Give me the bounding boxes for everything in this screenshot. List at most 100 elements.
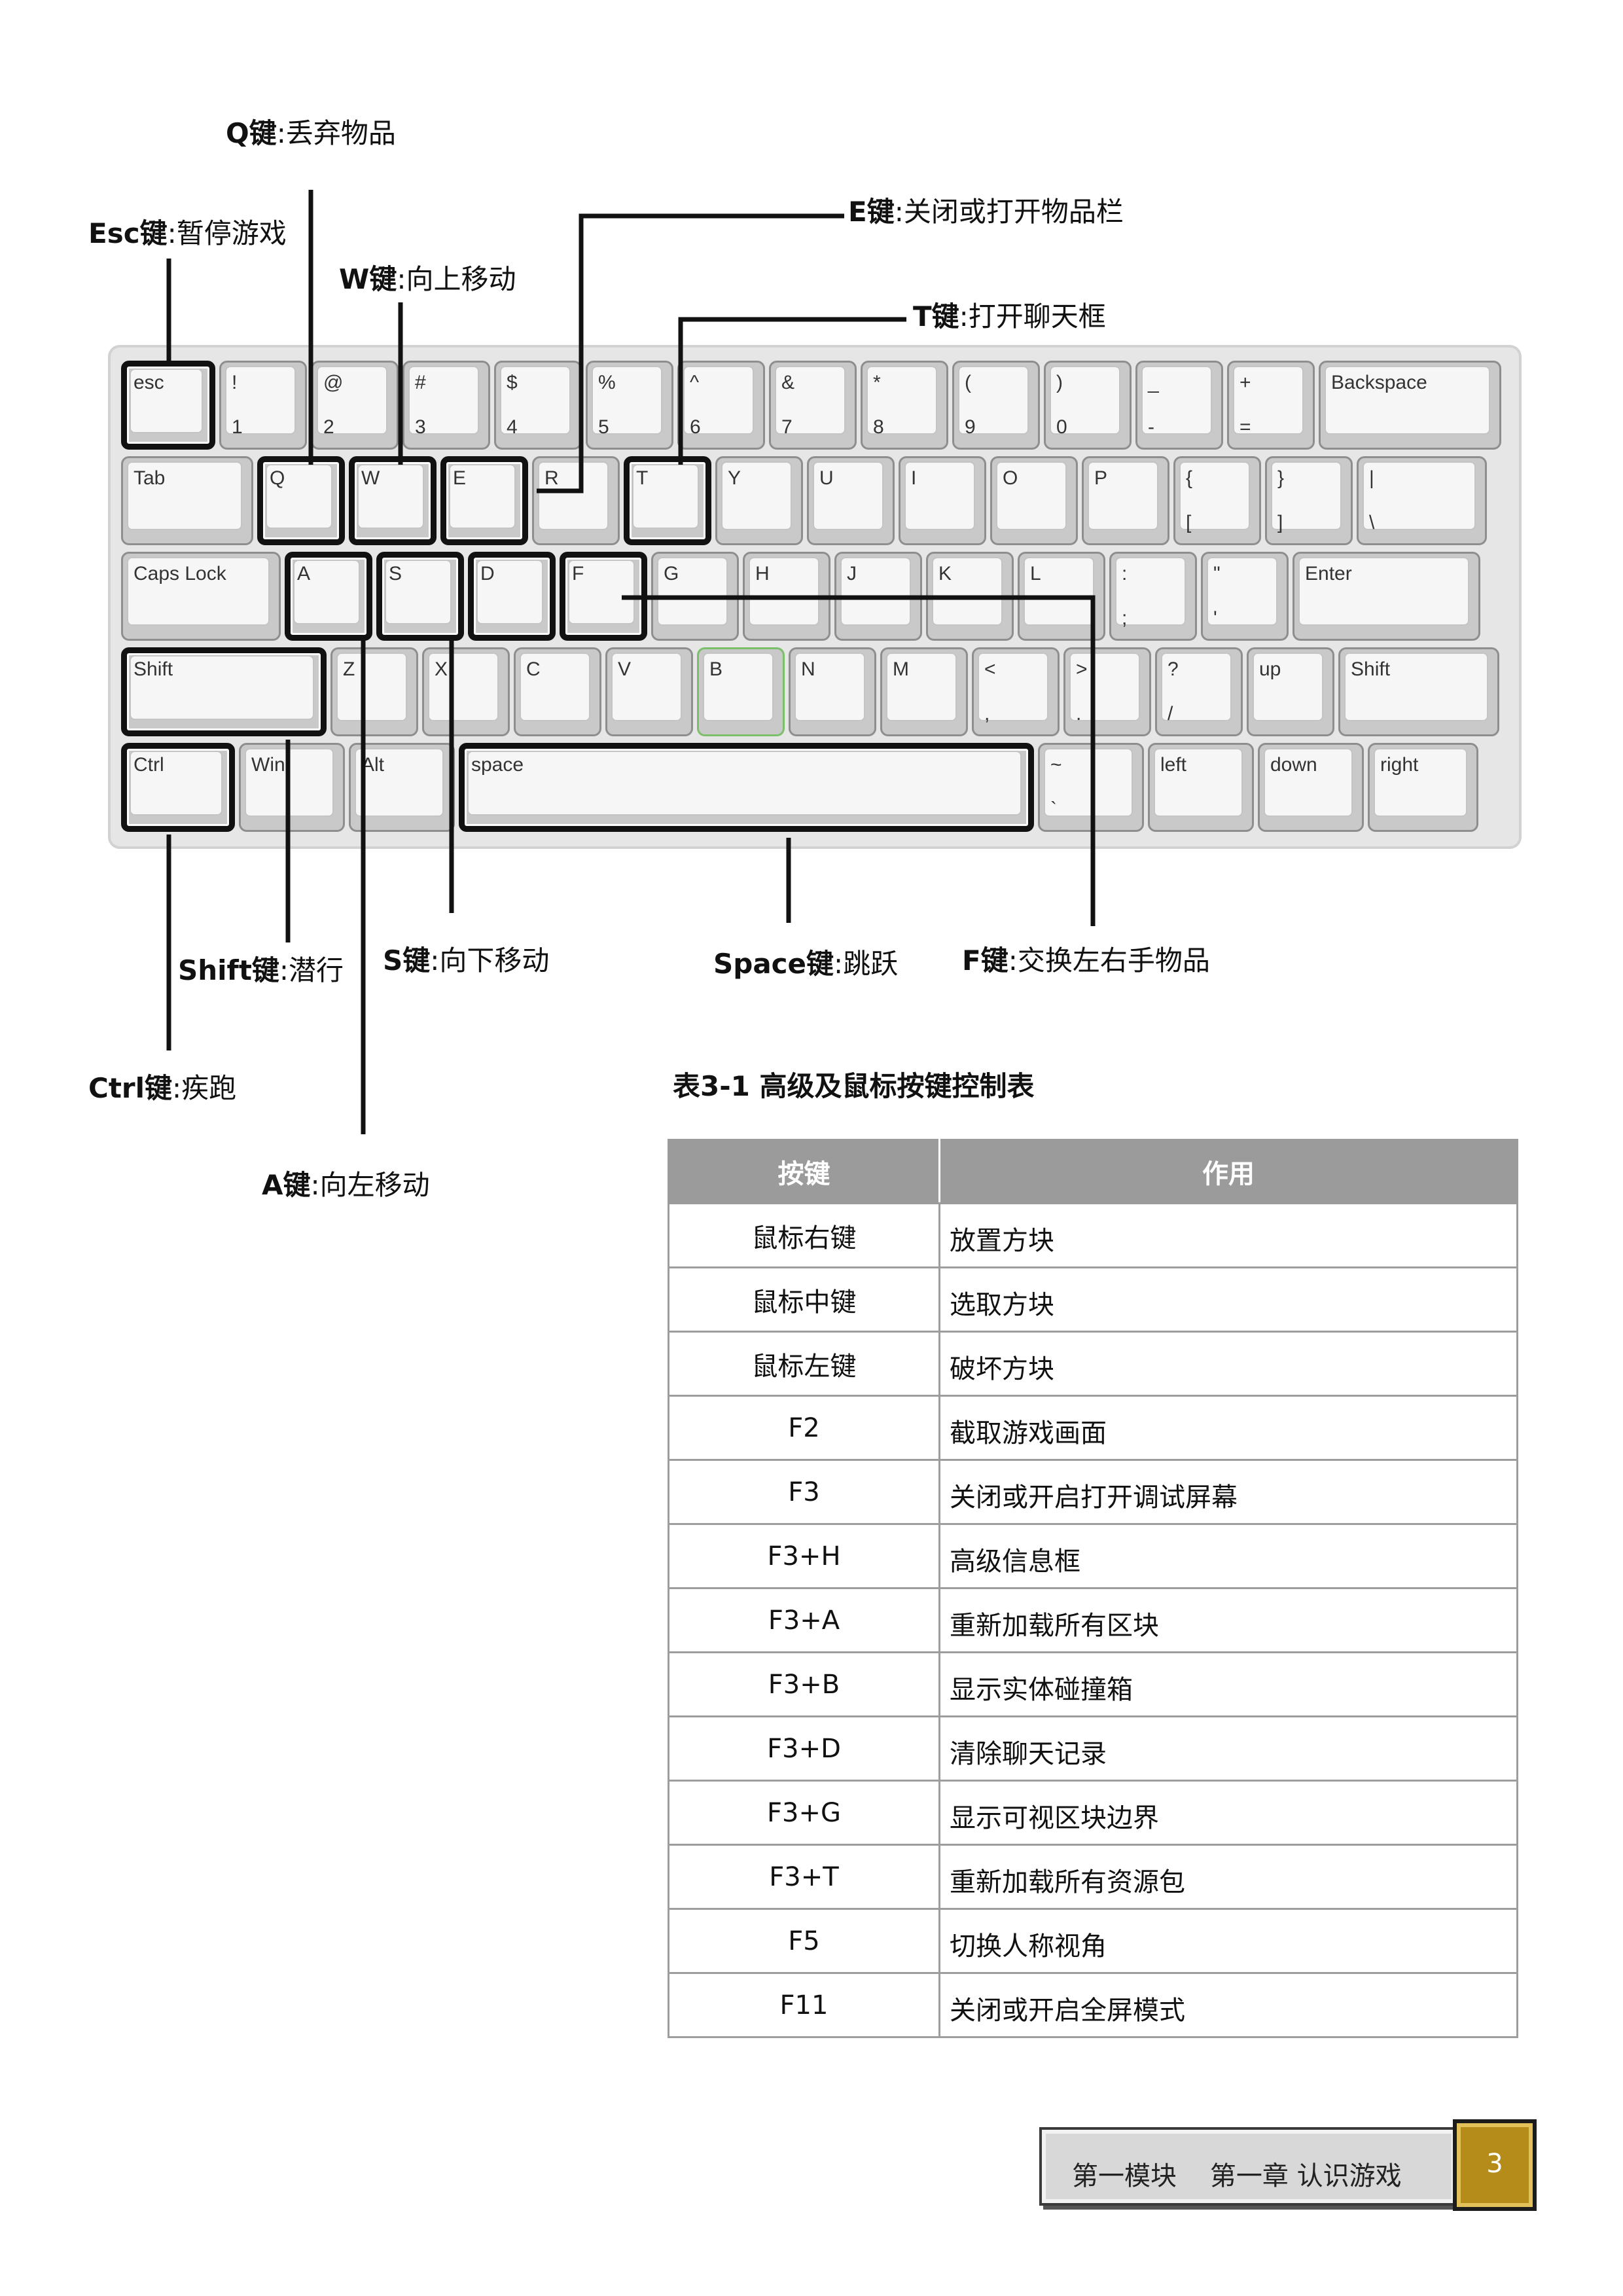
key-shift: Shift	[1338, 647, 1499, 736]
key-label-top: _	[1148, 372, 1159, 393]
key-a: A	[285, 552, 372, 641]
key-label-bottom: .	[1076, 703, 1082, 725]
key-cap	[127, 461, 242, 530]
table-row: 鼠标中键选取方块	[668, 1266, 1518, 1333]
key-p: P	[1082, 456, 1169, 545]
key-label-top: left	[1160, 754, 1187, 776]
header-key: 按键	[668, 1139, 940, 1204]
key-m: M	[880, 647, 968, 736]
cell-function: 显示实体碰撞箱	[938, 1651, 1518, 1717]
key-label-top: *	[873, 372, 881, 393]
key-cap	[1161, 653, 1232, 721]
callout-ctrl: Ctrl键:疾跑	[88, 1072, 237, 1104]
key-cap	[127, 557, 270, 626]
key-cap	[1253, 653, 1323, 721]
key-backspace: Backspace	[1319, 361, 1501, 450]
callout-shift: Shift键:潜行	[178, 954, 344, 986]
cell-function: 重新加载所有区块	[938, 1587, 1518, 1653]
key-cap	[1207, 557, 1277, 626]
key-sym-0-12: +=	[1227, 361, 1315, 450]
key-o: O	[990, 456, 1078, 545]
key-label-top: "	[1213, 563, 1221, 584]
key-sym-1-13: |\	[1357, 456, 1487, 545]
key-sym-0-11: _-	[1135, 361, 1223, 450]
key-label-top: C	[526, 658, 541, 680]
key-label-top: +	[1240, 372, 1251, 393]
key-label-bottom: '	[1213, 607, 1217, 629]
key-up: up	[1247, 647, 1334, 736]
key-label-top: N	[801, 658, 815, 680]
key-label-top: P	[1094, 467, 1108, 489]
key-label-bottom: ,	[984, 703, 990, 725]
key-s: S	[376, 552, 464, 641]
key-label-bottom: 4	[507, 416, 518, 438]
key-label-top: O	[1003, 467, 1018, 489]
key-sym-0-10: )0	[1044, 361, 1132, 450]
cell-key: F3	[668, 1459, 940, 1525]
cell-key: F5	[668, 1908, 940, 1974]
key-label-top: B	[709, 658, 723, 680]
key-label-top: {	[1186, 467, 1193, 489]
key-d: D	[468, 552, 556, 641]
key-sym-4-4: ~`	[1038, 743, 1144, 832]
key-tab: Tab	[121, 456, 253, 545]
key-label-top: V	[618, 658, 632, 680]
key-ctrl: Ctrl	[121, 743, 235, 832]
key-label-bottom: 0	[1056, 416, 1067, 438]
cell-key: 鼠标中键	[668, 1266, 940, 1333]
table-header-row: 按键 作用	[668, 1139, 1518, 1204]
key-cap	[1325, 366, 1490, 435]
key-label-top: #	[415, 372, 426, 393]
key-enter: Enter	[1293, 552, 1480, 641]
key-label-top: %	[598, 372, 616, 393]
cell-key: 鼠标右键	[668, 1202, 940, 1268]
key-cap	[1088, 461, 1158, 530]
callout-f: F键:交换左右手物品	[962, 944, 1210, 977]
key-cap	[428, 653, 499, 721]
cell-function: 清除聊天记录	[938, 1715, 1518, 1782]
table-row: 鼠标右键放置方块	[668, 1202, 1518, 1268]
key-sym-2-10: :;	[1109, 552, 1197, 641]
key-label-top: M	[893, 658, 909, 680]
key-cap	[1233, 366, 1304, 435]
key-sym-0-6: ^6	[677, 361, 765, 450]
key-label-bottom: 2	[323, 416, 334, 438]
key-label-top: space	[471, 754, 524, 776]
callout-s: S键:向下移动	[383, 944, 550, 977]
key-cap	[1154, 748, 1243, 817]
callout-a: A键:向左移动	[262, 1169, 430, 1201]
key-label-top: T	[636, 467, 649, 489]
key-cap	[1374, 748, 1467, 817]
cell-function: 切换人称视角	[938, 1908, 1518, 1974]
footer-chapter-box: 第一模块 第一章 认识游戏	[1039, 2127, 1458, 2206]
header-function: 作用	[938, 1139, 1518, 1204]
key-cap	[130, 751, 223, 816]
key-w: W	[349, 456, 437, 545]
cell-function: 关闭或开启打开调试屏幕	[938, 1459, 1518, 1525]
key-cap	[266, 464, 332, 529]
footer-chapter-text: 第一模块 第一章 认识游戏	[1072, 2161, 1402, 2191]
key-sym-0-4: $4	[494, 361, 582, 450]
key-down: down	[1258, 743, 1364, 832]
key-label-top: )	[1056, 372, 1063, 393]
key-l: L	[1018, 552, 1105, 641]
key-label-top: U	[819, 467, 834, 489]
key-label-top: right	[1380, 754, 1419, 776]
key-alt: Alt	[349, 743, 455, 832]
cell-function: 放置方块	[938, 1202, 1518, 1268]
cell-key: F3+B	[668, 1651, 940, 1717]
key-cap	[996, 461, 1067, 530]
key-label-top: &	[781, 372, 795, 393]
key-label-bottom: \	[1369, 512, 1375, 533]
key-label-top: E	[453, 467, 467, 489]
key-q: Q	[257, 456, 345, 545]
key-label-top: Tab	[134, 467, 166, 489]
key-n: N	[789, 647, 876, 736]
